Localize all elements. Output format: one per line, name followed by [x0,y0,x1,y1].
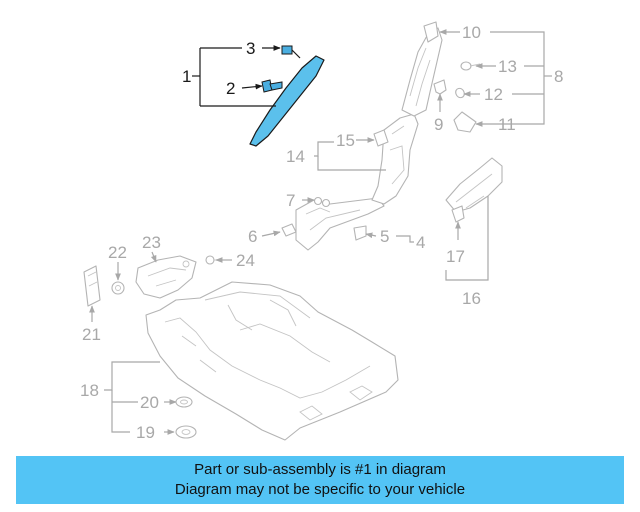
callout-19: 19 [136,423,155,442]
callout-23: 23 [142,233,161,252]
clip-17-part [451,205,465,223]
leaders-grey [89,29,552,435]
cover-11-part [453,111,477,133]
grommet-19-part [175,425,197,439]
callout-17: 17 [446,247,465,266]
callout-4: 4 [416,233,425,252]
bracket-23-part [135,255,197,299]
parts-diagram: 1 2 3 4 5 6 7 8 9 10 11 12 13 14 15 16 1… [80,21,563,442]
callout-3: 3 [246,39,255,58]
grommet-20-part [175,396,193,408]
callout-11: 11 [498,115,516,134]
callout-10: 10 [462,23,481,42]
info-banner: Part or sub-assembly is #1 in diagram Di… [16,456,624,504]
callout-15: 15 [336,131,355,150]
left-trim-panel-part [83,265,101,307]
callout-14: 14 [286,147,305,166]
leaders-part-1 [192,45,281,107]
callout-labels: 1 2 3 4 5 6 7 8 9 10 11 12 13 14 15 16 1… [80,23,563,442]
callout-7: 7 [286,191,295,210]
clip-3-highlighted [281,45,301,59]
callout-21: 21 [82,325,101,344]
clip-9-part [433,79,447,95]
callout-9: 9 [434,115,443,134]
callout-2: 2 [226,79,235,98]
door-sill-plate-part [295,197,385,251]
callout-22: 22 [108,243,127,262]
clip-6-part [281,223,297,237]
clip-12-part [455,87,465,99]
front-pillar-trim-highlighted [249,55,325,147]
callout-13: 13 [498,57,517,76]
banner-line-1: Part or sub-assembly is #1 in diagram [194,461,446,478]
clip-15-part [373,129,389,147]
clip-10-part [423,21,439,43]
floor-carpet-part [145,281,399,441]
callout-5: 5 [380,227,389,246]
callout-20: 20 [140,393,159,412]
clip-22-part [111,281,125,295]
banner-line-2: Diagram may not be specific to your vehi… [174,481,466,498]
clip-5-part [353,225,367,241]
callout-18: 18 [80,381,99,400]
callout-1: 1 [182,67,191,86]
callout-8: 8 [554,67,563,86]
callout-12: 12 [484,85,503,104]
upper-pillar-trim-part [401,27,443,117]
callout-6: 6 [248,227,257,246]
callout-24: 24 [236,251,255,270]
rear-pillar-trim-part [445,157,503,213]
callout-16: 16 [462,289,481,308]
center-pillar-trim-part [371,113,419,205]
bolt-2-highlighted [261,79,283,93]
